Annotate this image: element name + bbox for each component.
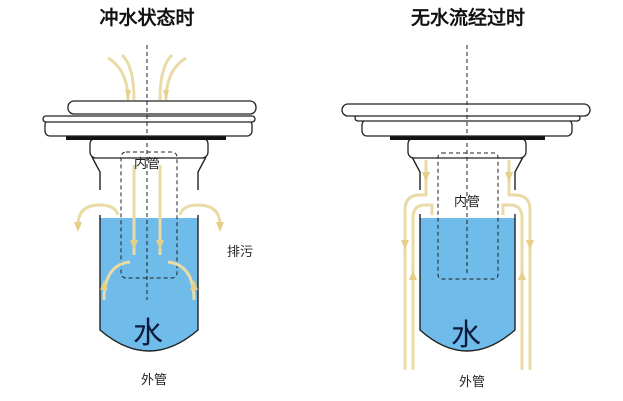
outer-pipe [99,215,199,352]
flow-arrows [74,53,224,301]
water-fill [420,218,515,351]
flushing-state-diagram: 冲水状态时 内管 排污 水 外管 [42,6,257,388]
right-water-label: 水 [451,318,481,353]
drain-label: 排污 [227,245,253,260]
seal-bar [66,136,226,140]
right-title: 无水流经过时 [411,6,525,29]
neck-collar [407,137,527,159]
left-title: 冲水状态时 [99,6,194,29]
right-inner-pipe-label: 内管 [454,194,480,210]
neck-walls [411,156,524,190]
neck-collar [89,137,209,159]
right-outer-pipe-label: 外管 [459,375,485,390]
water-fill [100,218,198,351]
top-plate [341,103,591,117]
inner-pipe [120,151,178,279]
top-plate [67,100,257,115]
flow-arrows [401,160,534,370]
left-outer-pipe-label: 外管 [141,373,167,388]
no-water-state-diagram: 无水流经过时 内管 水 外管 [341,6,591,390]
left-water-label: 水 [133,316,163,351]
neck-walls [91,156,207,190]
left-inner-pipe-label: 内管 [134,156,160,172]
mid-plate [42,115,256,123]
outer-pipe [419,214,516,352]
